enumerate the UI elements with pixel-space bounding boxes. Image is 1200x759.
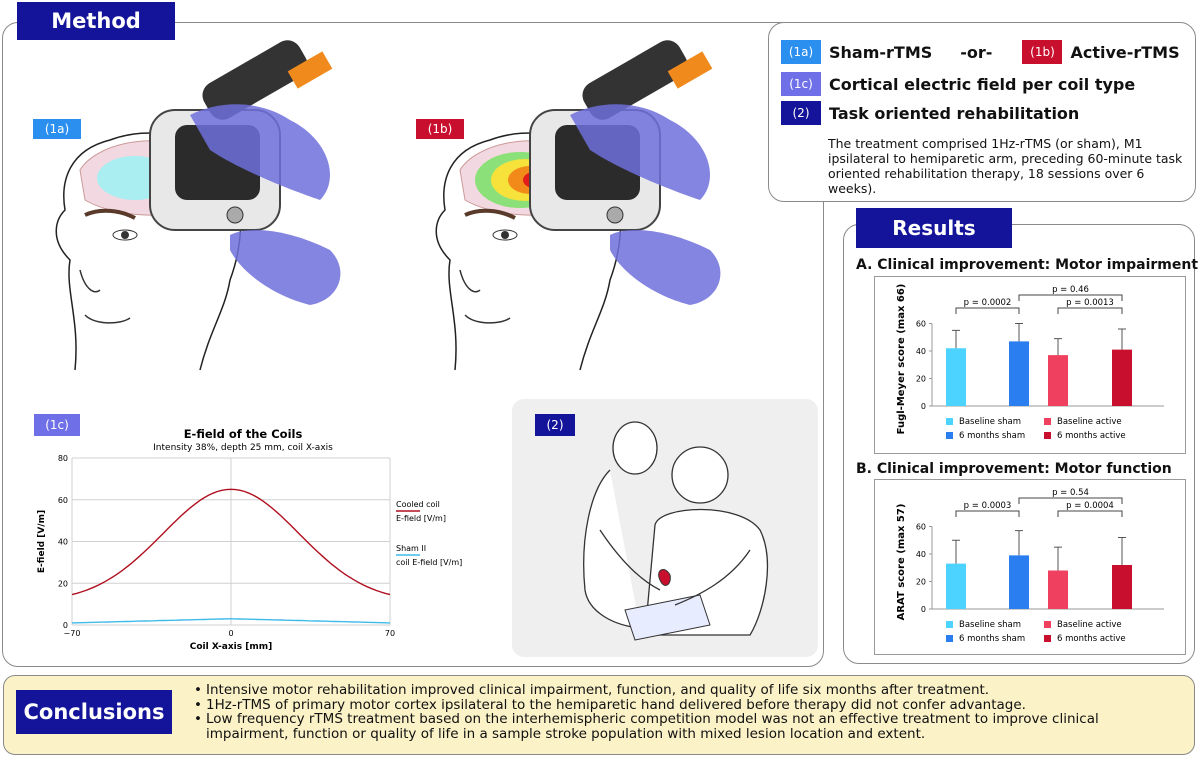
results-title: Results [856, 208, 1012, 248]
y-tick-label: 60 [916, 523, 926, 532]
conclusion-item: 1Hz-rTMS of primary motor cortex ipsilat… [194, 697, 1184, 713]
significance-bracket [1057, 307, 1123, 314]
sham-rtms-illustration [55, 40, 341, 371]
legend-swatch [946, 418, 953, 425]
tag-1b: (1b) [416, 119, 464, 139]
rehab-label: Task oriented rehabilitation [829, 103, 1080, 123]
conclusion-item: Low frequency rTMS treatment based on th… [194, 712, 1184, 741]
bar-baseline-active [1048, 570, 1068, 609]
efield-chart-title: E-field of the Coils [184, 427, 303, 441]
y-tick-label: 40 [58, 538, 68, 547]
legend-label: coil E-field [V/m] [396, 558, 462, 567]
significance-bracket [1018, 497, 1123, 504]
y-tick-label: 40 [916, 347, 926, 356]
p-value-label: p = 0.54 [1052, 488, 1089, 498]
rehab-illustration [583, 421, 769, 641]
chart-a-frame [874, 276, 1186, 454]
or-label: -or- [960, 42, 993, 62]
x-axis-label: Coil X-axis [mm] [190, 642, 272, 652]
chart-b-title: B. Clinical improvement: Motor function [856, 461, 1172, 477]
legend-tag-1b: (1b) [1022, 40, 1063, 64]
treatment-description: The treatment comprised 1Hz-rTMS (or sha… [828, 136, 1183, 196]
conclusion-item: Intensive motor rehabilitation improved … [194, 683, 1184, 698]
y-tick-label: 0 [63, 621, 68, 630]
y-tick-label: 40 [916, 550, 926, 559]
sham-rtms-label: Sham-rTMS [829, 42, 933, 62]
active-rtms-label: Active-rTMS [1070, 42, 1180, 62]
chart-a-title: A. Clinical improvement: Motor impairmen… [856, 257, 1199, 273]
bar-baseline-sham [946, 563, 966, 609]
series-line-cooled [71, 488, 391, 596]
significance-bracket [955, 510, 1020, 517]
chart-b-frame [874, 479, 1186, 655]
legend-label: Baseline sham [959, 417, 1021, 427]
y-tick-label: 0 [921, 402, 926, 411]
legend-label: Baseline active [1057, 620, 1122, 630]
legend-swatch [1044, 418, 1051, 425]
p-value-label: p = 0.0013 [1066, 298, 1114, 308]
significance-bracket [955, 307, 1020, 314]
y-tick-label: 20 [916, 375, 926, 384]
bar-6-months-active [1112, 565, 1132, 609]
legend-label: 6 months active [1057, 431, 1126, 441]
bar-6-months-sham [1009, 341, 1029, 406]
legend-panel [768, 22, 1196, 202]
efield-chart-subtitle: Intensity 38%, depth 25 mm, coil X-axis [153, 443, 333, 453]
p-value-label: p = 0.0003 [964, 501, 1012, 511]
y-tick-label: 60 [58, 496, 68, 505]
legend-label: E-field [V/m] [396, 514, 446, 523]
y-tick-label: 0 [921, 605, 926, 614]
conclusions-list: Intensive motor rehabilitation improved … [194, 683, 1184, 741]
y-tick-label: 20 [916, 578, 926, 587]
conclusions-title: Conclusions [16, 690, 172, 734]
y-tick-label: 60 [916, 320, 926, 329]
x-tick-label: −70 [64, 629, 81, 638]
bar-baseline-sham [946, 348, 966, 406]
legend-label: Baseline sham [959, 620, 1021, 630]
legend-label: 6 months active [1057, 634, 1126, 644]
method-title: Method [17, 2, 175, 40]
tag-1c: (1c) [34, 414, 80, 436]
tag-2: (2) [535, 414, 575, 436]
significance-bracket [1018, 294, 1123, 301]
y-axis-label: ARAT score (max 57) [896, 504, 907, 621]
p-value-label: p = 0.0004 [1066, 501, 1114, 511]
bar-baseline-active [1048, 355, 1068, 406]
x-tick-label: 70 [385, 629, 395, 638]
legend-swatch [946, 621, 953, 628]
significance-bracket [1057, 510, 1123, 517]
legend-swatch [1044, 621, 1051, 628]
legend-swatch [1044, 432, 1051, 439]
efield-label: Cortical electric field per coil type [829, 74, 1136, 94]
p-value-label: p = 0.46 [1052, 285, 1089, 295]
bar-6-months-active [1112, 349, 1132, 406]
legend-label: Baseline active [1057, 417, 1122, 427]
legend-label: 6 months sham [959, 431, 1025, 441]
y-tick-label: 20 [58, 579, 68, 588]
x-tick-label: 0 [228, 629, 233, 638]
p-value-label: p = 0.0002 [964, 298, 1012, 308]
motor-function-chart: ARAT score (max 57) 0 20 40 60 p = 0.0003 p = … [896, 488, 1164, 644]
legend-label: Sham II [396, 544, 426, 553]
legend-swatch [946, 635, 953, 642]
legend-swatch [1044, 635, 1051, 642]
tag-1a: (1a) [33, 119, 81, 139]
y-tick-label: 80 [58, 454, 68, 463]
legend-tag-1a: (1a) [781, 40, 821, 64]
y-axis-label: Fugl-Meyer score (max 66) [896, 284, 907, 435]
legend-label: 6 months sham [959, 634, 1025, 644]
active-rtms-illustration [435, 40, 721, 371]
legend-tag-2: (2) [781, 101, 821, 125]
motor-impairment-chart: Fugl-Meyer score (max 66) 0 20 40 60 p = 0.00… [896, 284, 1164, 441]
legend-tag-1c: (1c) [781, 72, 821, 96]
series-line-sham [71, 617, 391, 624]
legend-swatch [946, 432, 953, 439]
legend-label: Cooled coil [396, 500, 440, 509]
bar-6-months-sham [1009, 555, 1029, 609]
y-axis-label: E-field [V/m] [37, 510, 47, 573]
